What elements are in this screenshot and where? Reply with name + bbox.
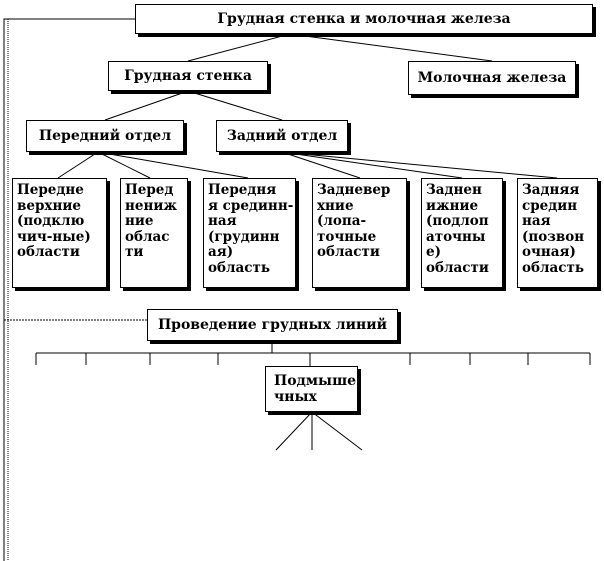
node-region-2: Перед нениж ние облас ти (120, 178, 188, 288)
connector-front-l3 (97, 151, 249, 179)
connector-back-l5 (281, 151, 463, 179)
connector-chest-back (187, 90, 283, 121)
connector-front-l2 (97, 151, 151, 179)
node-posterior: Задний отдел (216, 120, 348, 152)
node-region-5: Заднен ижние (подлоп аточны е) области (421, 178, 503, 288)
node-title: Грудная стенка и молочная железа (135, 4, 593, 34)
node-chest-lines: Проведение грудных линий (147, 309, 398, 341)
connector-front-l1 (57, 151, 99, 179)
axil-branch-left (275, 411, 313, 451)
axil-branch-right (311, 411, 363, 451)
node-mammary-gland: Молочная железа (408, 61, 576, 95)
node-chest-wall: Грудная стенка (108, 61, 268, 91)
node-region-6: Задняя средин ная (позвон очная) область (517, 178, 598, 288)
connector-back-l4 (281, 151, 361, 179)
node-region-1: Передне верхние (подклю чич-ные) области (12, 178, 107, 288)
node-anterior: Передний отдел (26, 120, 184, 152)
lines-bracket-ticks (35, 353, 591, 366)
node-region-4: Задневер хние (лопа- точные области (312, 178, 407, 288)
node-region-3: Передня я срединн- ная (грудинн ая) обла… (203, 178, 296, 288)
left-bracket-line (3, 18, 135, 561)
node-axillary: Подмыше чных (265, 366, 358, 412)
connector-back-l6 (281, 151, 558, 179)
connector-top-gland (289, 33, 493, 62)
connector-chest-front (104, 90, 189, 121)
connector-top-chest (187, 33, 291, 62)
